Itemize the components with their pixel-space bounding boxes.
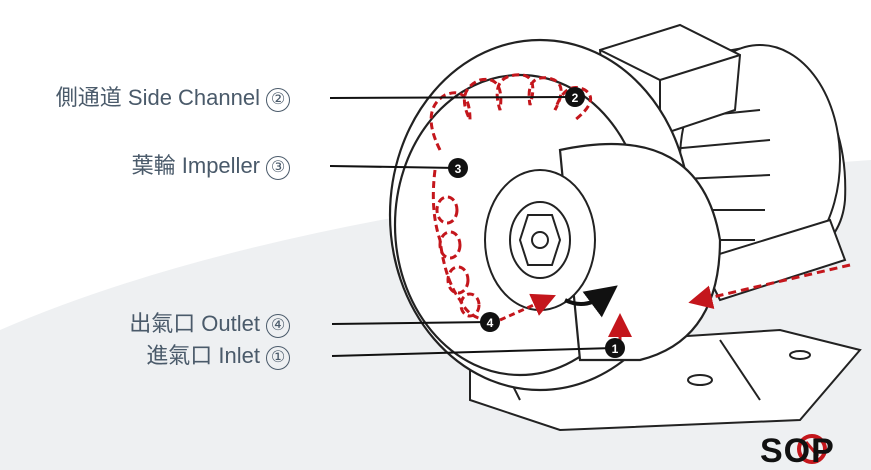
callout-side-channel-label: 側通道 Side Channel — [55, 85, 260, 110]
svg-text:4: 4 — [487, 316, 494, 330]
marker-side-channel: 2 — [565, 87, 585, 107]
leader-line-inlet — [331, 347, 615, 357]
leader-lines — [329, 96, 615, 357]
callout-outlet-number: ④ — [266, 314, 290, 338]
leader-line-side-channel — [329, 96, 576, 99]
callout-outlet-label: 出氣口 Outlet — [129, 311, 260, 336]
marker-impeller: 3 — [448, 158, 468, 178]
rotation-arrow — [564, 285, 618, 318]
callout-inlet-number: ① — [266, 346, 290, 370]
svg-text:1: 1 — [612, 342, 619, 356]
svg-text:2: 2 — [572, 91, 579, 105]
leader-line-outlet — [331, 321, 491, 325]
marker-outlet: 4 — [480, 312, 500, 332]
outlet-airflow-arrow — [499, 293, 556, 322]
impeller-hub — [484, 169, 596, 311]
callout-side-channel-number: ② — [266, 88, 290, 112]
leader-line-impeller — [329, 165, 459, 169]
callout-impeller-number: ③ — [266, 156, 290, 180]
svg-text:3: 3 — [455, 162, 462, 176]
callout-inlet-label: 進氣口 Inlet — [146, 343, 260, 368]
brand-logo: SOP — [760, 432, 835, 470]
logo-accent-icon — [797, 434, 827, 464]
marker-inlet: 1 — [605, 338, 625, 358]
callout-impeller-label: 葉輪 Impeller — [131, 153, 260, 178]
